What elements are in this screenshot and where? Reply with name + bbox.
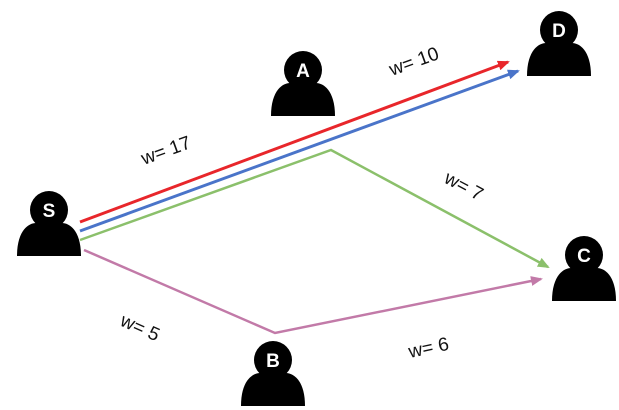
node-label-c: C (577, 246, 591, 267)
path-s-b-c-pink (83, 248, 543, 335)
path-s-a-c-green (79, 148, 550, 269)
node-d: D (527, 11, 591, 76)
node-label-s: S (43, 201, 56, 222)
path-s-d-blue (79, 69, 520, 233)
node-s: S (17, 191, 81, 256)
node-c: C (552, 236, 616, 301)
edge-label-b-c: w= 6 (406, 334, 451, 363)
edge-label-a-c: w= 7 (440, 167, 487, 205)
edge-label-s-d: w= 17 (138, 132, 194, 170)
path-s-d-red (79, 60, 510, 224)
edge-label-a-d: w= 10 (386, 43, 442, 81)
node-label-d: D (552, 21, 566, 42)
node-label-b: B (266, 351, 280, 372)
node-label-a: A (296, 61, 310, 82)
edge-label-s-b: w= 5 (116, 310, 163, 346)
node-b: B (241, 341, 305, 406)
node-a: A (271, 51, 335, 116)
